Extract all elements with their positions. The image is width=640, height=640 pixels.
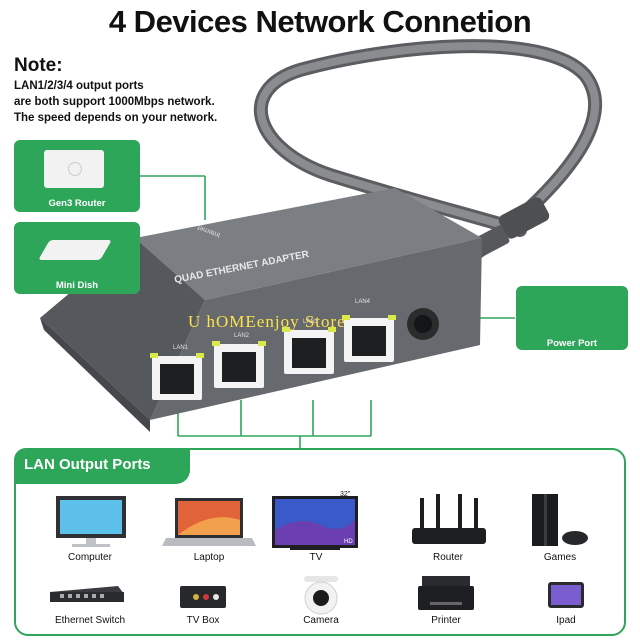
camera-icon: [304, 576, 338, 615]
tv-hd-badge: HD: [344, 539, 353, 545]
note-line-1: LAN1/2/3/4 output ports: [14, 80, 144, 92]
lan-port-1: [150, 353, 204, 400]
device-label-tv-box: TV Box: [186, 615, 220, 626]
device-label-camera: Camera: [303, 615, 339, 626]
printer-icon: [418, 576, 474, 610]
tv-icon: 32" HD: [272, 491, 358, 550]
device-label-computer: Computer: [68, 552, 112, 563]
note-line-3: The speed depends on your network.: [14, 112, 218, 124]
device-label-tv: TV: [309, 552, 323, 563]
tv-size-label: 32": [340, 491, 351, 498]
dish-icon: [38, 240, 112, 260]
device-label-router: Router: [432, 552, 463, 563]
lan-output-tab: [14, 448, 190, 484]
device-label-ipad: Ipad: [556, 615, 576, 626]
device-label-printer: Printer: [431, 615, 461, 626]
laptop-icon: [162, 498, 256, 546]
device-label-ethernet-switch: Ethernet Switch: [54, 615, 126, 626]
power-port-callout: Power Port: [516, 286, 628, 350]
note-heading: Note:: [14, 55, 63, 76]
watermark-text: U hOMEenjoy Store: [188, 312, 346, 331]
lan-port-4: [342, 315, 396, 362]
tv-box-icon: [180, 586, 226, 608]
device-icons: 32" HD: [50, 491, 588, 615]
computer-icon: [56, 496, 126, 547]
ethernet-switch-icon: [50, 586, 124, 602]
mini-dish-callout: Mini Dish: [14, 222, 140, 294]
page-title: 4 Devices Network Connetion: [108, 4, 532, 39]
router-device-icon: [412, 494, 486, 544]
games-console-icon: [532, 494, 588, 546]
lan1-label: LAN1: [173, 345, 189, 351]
ipad-icon: [548, 582, 584, 608]
gen3-router-label: Gen3 Router: [48, 198, 106, 209]
lan3-label: LAN3: [303, 319, 319, 325]
lan-port-2: [212, 341, 266, 388]
device-label-laptop: Laptop: [193, 552, 225, 563]
lan4-label: LAN4: [355, 299, 371, 305]
router-icon: [44, 150, 104, 188]
lan2-label: LAN2: [234, 333, 250, 339]
lan-port-3: [282, 327, 336, 374]
note-line-2: are both support 1000Mbps network.: [14, 96, 215, 108]
mini-dish-label: Mini Dish: [55, 280, 99, 291]
gen3-router-callout: Gen3 Router: [14, 140, 140, 212]
device-label-games: Games: [543, 552, 577, 563]
power-port-label: Power Port: [546, 338, 598, 349]
lan-output-heading: LAN Output Ports: [24, 456, 151, 473]
